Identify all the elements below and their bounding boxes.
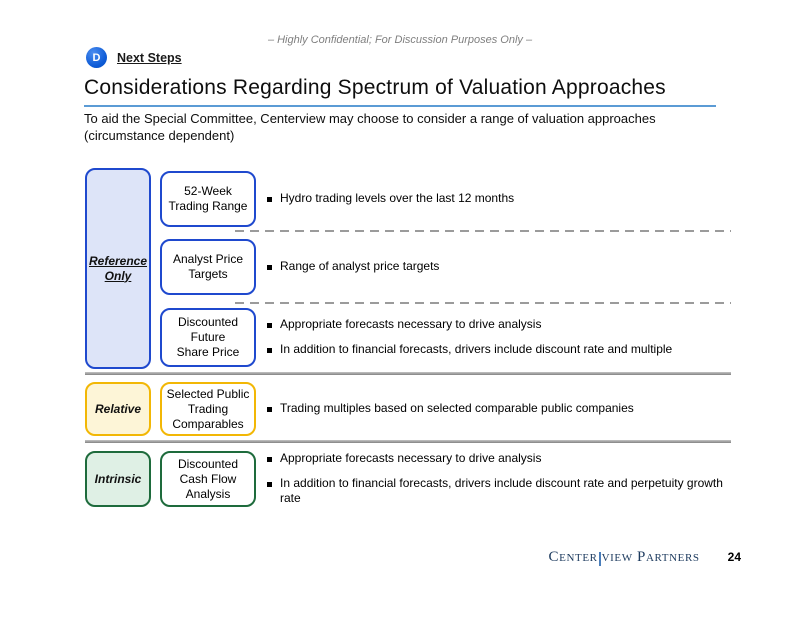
category-label: Reference Only — [88, 253, 148, 283]
bullet-item: Hydro trading levels over the last 12 mo… — [267, 191, 731, 207]
category-label: Intrinsic — [94, 471, 142, 486]
bullet-text: Appropriate forecasts necessary to drive… — [280, 451, 542, 466]
slide-title: Considerations Regarding Spectrum of Val… — [84, 76, 716, 107]
method-box-selected-public-trading-comparables: Selected Public Trading Comparables — [160, 382, 256, 436]
method-label: Analyst Price Targets — [172, 252, 244, 281]
relative-rows: Selected Public Trading Comparables Trad… — [160, 382, 731, 436]
intrinsic-rows: Discounted Cash Flow Analysis Appropriat… — [160, 451, 731, 507]
category-box-reference-only: Reference Only — [85, 168, 151, 369]
bullet-square-icon — [267, 457, 272, 463]
bullet-list: Range of analyst price targets — [267, 259, 731, 275]
method-box-discounted-future-share-price: Discounted Future Share Price — [160, 308, 256, 367]
method-label: Discounted Future Share Price — [176, 315, 240, 359]
bullet-square-icon — [267, 348, 272, 353]
bullet-item: Range of analyst price targets — [267, 259, 731, 275]
method-box-52-week-trading-range: 52-Week Trading Range — [160, 171, 256, 227]
section-tab: D Next Steps — [86, 47, 182, 68]
bullet-item: Appropriate forecasts necessary to drive… — [267, 451, 731, 467]
bullet-list: Appropriate forecasts necessary to drive… — [267, 317, 731, 357]
page-number: 24 — [727, 550, 741, 564]
section-label: Next Steps — [117, 50, 182, 65]
row-selected-public-trading-comparables: Selected Public Trading Comparables Trad… — [160, 382, 731, 436]
row-analyst-price-targets: Analyst Price Targets Range of analyst p… — [160, 232, 731, 302]
section-divider — [85, 372, 731, 375]
dashed-divider — [235, 230, 731, 232]
category-box-relative: Relative — [85, 382, 151, 436]
bullet-text: Range of analyst price targets — [280, 259, 440, 274]
slide-subtitle: To aid the Special Committee, Centerview… — [84, 111, 656, 144]
group-relative: Relative Selected Public Trading Compara… — [85, 382, 731, 436]
method-label: Discounted Cash Flow Analysis — [177, 456, 239, 501]
method-box-analyst-price-targets: Analyst Price Targets — [160, 239, 256, 295]
dashed-divider — [235, 302, 731, 304]
bullet-square-icon — [267, 197, 272, 203]
method-box-discounted-cash-flow-analysis: Discounted Cash Flow Analysis — [160, 451, 256, 507]
bullet-list: Hydro trading levels over the last 12 mo… — [267, 191, 731, 207]
bullet-text: Hydro trading levels over the last 12 mo… — [280, 191, 515, 206]
bullet-square-icon — [267, 481, 272, 487]
logo-text-right: view Partners — [601, 549, 700, 565]
row-discounted-cash-flow-analysis: Discounted Cash Flow Analysis Appropriat… — [160, 451, 731, 507]
bullet-item: Appropriate forecasts necessary to drive… — [267, 317, 731, 333]
bullet-item: In addition to financial forecasts, driv… — [267, 342, 731, 358]
method-label: 52-Week Trading Range — [168, 184, 248, 213]
logo-divider-bar-icon — [598, 551, 601, 566]
confidentiality-notice: – Highly Confidential; For Discussion Pu… — [267, 34, 533, 46]
category-box-intrinsic: Intrinsic — [85, 451, 151, 507]
bullet-square-icon — [267, 407, 272, 413]
bullet-item: Trading multiples based on selected comp… — [267, 401, 731, 417]
bullet-square-icon — [267, 265, 272, 271]
logo-text-left: Center — [548, 549, 598, 565]
category-label: Relative — [94, 401, 142, 416]
row-52-week-trading-range: 52-Week Trading Range Hydro trading leve… — [160, 168, 731, 230]
valuation-spectrum: Reference Only 52-Week Trading Range Hyd… — [85, 168, 731, 507]
group-reference-only: Reference Only 52-Week Trading Range Hyd… — [85, 168, 731, 371]
row-discounted-future-share-price: Discounted Future Share Price Appropriat… — [160, 304, 731, 371]
method-label: Selected Public Trading Comparables — [166, 386, 250, 431]
reference-only-rows: 52-Week Trading Range Hydro trading leve… — [160, 168, 731, 371]
section-divider — [85, 440, 731, 443]
bullet-list: Trading multiples based on selected comp… — [267, 401, 731, 417]
bullet-text: Appropriate forecasts necessary to drive… — [280, 317, 542, 332]
bullet-list: Appropriate forecasts necessary to drive… — [267, 451, 731, 507]
bullet-text: Trading multiples based on selected comp… — [280, 401, 634, 416]
bullet-item: In addition to financial forecasts, driv… — [267, 476, 731, 507]
bullet-text: In addition to financial forecasts, driv… — [280, 475, 723, 506]
bullet-square-icon — [267, 323, 272, 329]
group-intrinsic: Intrinsic Discounted Cash Flow Analysis … — [85, 451, 731, 507]
bullet-text: In addition to financial forecasts, driv… — [280, 342, 673, 356]
section-badge-icon: D — [86, 47, 107, 68]
